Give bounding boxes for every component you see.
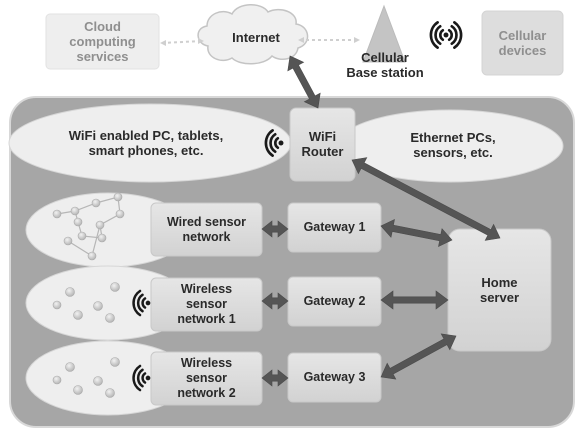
sensor-node-icon — [63, 236, 73, 246]
cellular-signal-icon — [429, 21, 463, 49]
sensor-node-icon — [95, 220, 105, 230]
sensor-node-icon — [87, 251, 97, 261]
internet-cloud-shape — [197, 4, 309, 65]
gateway2-homeserver-arrow — [380, 290, 449, 310]
sensor-node-icon — [65, 287, 75, 297]
sensor-node-icon — [97, 233, 107, 243]
wireless-sensor-network-1-label: Wireless sensor network 1 — [177, 282, 236, 326]
wired-sensor-network-box — [150, 202, 263, 257]
gateway-3-label: Gateway 3 — [303, 370, 366, 385]
wifi-router-signal-icon — [264, 129, 284, 157]
gateway-1-box — [287, 202, 382, 253]
sensor-node-icon — [93, 376, 103, 386]
home-server-box — [447, 228, 552, 352]
sensor-node-icon — [52, 375, 62, 385]
sensor-nodes — [52, 192, 125, 398]
cellular-devices-label: Cellular devices — [498, 27, 547, 58]
cellular-devices-box — [481, 10, 564, 76]
gateway-3-box — [287, 352, 382, 403]
wireless-icons — [132, 21, 463, 392]
wireless-sensor-network-2-box — [150, 351, 263, 406]
wireless-sensor-network-2-label: Wireless sensor network 2 — [177, 356, 236, 400]
sensor-node-icon — [52, 209, 62, 219]
sensor-node-icon — [105, 313, 115, 323]
cellular-base-station-label: Cellular Base station — [346, 50, 424, 81]
wifi-devices-label: WiFi enabled PC, tablets, smart phones, … — [68, 127, 224, 158]
gateway1-homeserver-arrow — [380, 218, 453, 248]
cloud-computing-label: Cloud computing services — [69, 18, 136, 65]
sensor-node-icon — [73, 217, 83, 227]
sensor-node-icon — [105, 388, 115, 398]
connection-arrows — [261, 55, 501, 387]
sensor-node-icon — [70, 206, 80, 216]
sensor-node-icon — [91, 198, 101, 208]
sensor-node-icon — [65, 362, 75, 372]
ethernet-pcs-label: Ethernet PCs, sensors, etc. — [410, 129, 496, 160]
wifi-router-box — [289, 107, 356, 182]
wireless-sensor-network-1-box — [150, 277, 263, 332]
gateway-2-box — [287, 276, 382, 327]
sensor-node-icon — [52, 300, 62, 310]
cloud-computing-box — [45, 13, 160, 70]
gateway-2-label: Gateway 2 — [303, 294, 366, 309]
sensor-node-icon — [115, 209, 125, 219]
sensor-node-icon — [73, 310, 83, 320]
home-server-label: Home server — [479, 274, 520, 305]
cellular-tower-shape — [362, 4, 406, 63]
internet-router-arrow — [287, 55, 321, 109]
sensor-node-icon — [110, 282, 120, 292]
sensor-node-icon — [77, 231, 87, 241]
sensor-node-icon — [73, 385, 83, 395]
sensor-node-icon — [93, 301, 103, 311]
gateway3-homeserver-arrow — [380, 333, 457, 380]
wired-sensor-network-label: Wired sensor network — [166, 214, 247, 244]
internet-label: Internet — [232, 30, 280, 46]
wireless2-gateway3-arrow — [261, 369, 289, 387]
top-row-links — [160, 37, 360, 46]
wired-network-gateway1-arrow — [261, 220, 289, 238]
wireless1-gateway2-arrow — [261, 292, 289, 310]
router-homeserver-arrow — [351, 157, 501, 241]
wifi-router-label: WiFi Router — [301, 128, 344, 159]
sensor-node-icon — [113, 192, 123, 202]
wireless-sensor-1-signal-icon — [132, 289, 151, 317]
sensor-node-icon — [110, 357, 120, 367]
wireless-sensor-2-signal-icon — [132, 364, 151, 392]
gateway-1-label: Gateway 1 — [303, 220, 366, 235]
